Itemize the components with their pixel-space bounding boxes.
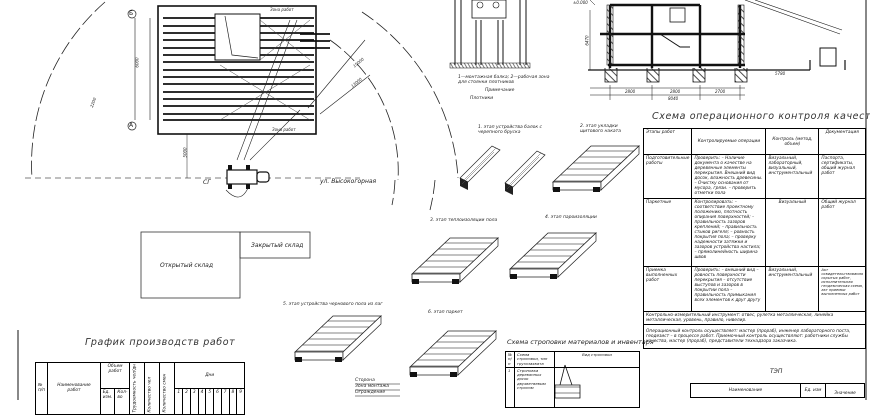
crane-icon: [225, 165, 270, 198]
schedule-table: № п/п Наименование работ Объем работ Тру…: [34, 362, 245, 415]
tep-title: ТЭП: [770, 368, 783, 375]
stage-label-5: 5. этап устройства чернового пола из лаг: [283, 302, 383, 307]
quality-header: Этапы работ: [642, 128, 693, 155]
quality-docs: Общий журнал работ: [818, 198, 866, 267]
schedule-day: 5: [205, 387, 215, 415]
stage-label-3: 3. этап теплоизоляции пола: [430, 218, 498, 223]
schedule-day: 8: [228, 387, 238, 415]
quality-docs: Акт освидетельствования скрытых работ, и…: [818, 266, 866, 312]
building-plan: [134, 5, 371, 178]
quality-header: Документация: [818, 128, 866, 155]
schedule-header: Наименование работ: [47, 362, 101, 415]
quality-row: Приемка выполненных работ Проверить: – в…: [642, 266, 866, 312]
quality-row: Паркетные Контролировать: – соответствие…: [642, 198, 866, 267]
dim-plan-road: 5000: [182, 147, 188, 158]
slinging-row-name: Строповка деревянных досок двухветвевым …: [513, 366, 555, 408]
axis-label-a: А: [129, 122, 134, 129]
quality-ops: Проверить: – Наличие документа о качеств…: [691, 154, 767, 199]
quality-tools: Контрольно-измерительный инструмент: отв…: [643, 311, 866, 325]
zone-label-top: Зона работ: [270, 7, 294, 12]
axis-label-b: Б: [129, 10, 134, 17]
legend-item: Сторона: [355, 378, 375, 383]
quality-stage: Паркетные: [642, 198, 693, 267]
crane-radius-arcs: [31, 1, 459, 211]
section-level: ±0.000: [573, 0, 588, 5]
schedule-header: Дни: [174, 362, 245, 389]
quality-docs: Паспорта, сертификаты, общий журнал рабо…: [818, 154, 866, 199]
quality-notes: Операционный контроль осуществляет: маст…: [643, 324, 866, 349]
drawing-linework: [17, 0, 867, 400]
schedule-title: График производств работ: [85, 337, 236, 348]
tep-header: Значение: [825, 383, 865, 398]
slinging-row-num: 1: [505, 366, 515, 408]
tep-header: Ед. изм: [800, 383, 826, 398]
dim-plan-v: 6000: [134, 57, 140, 68]
stage-label-2: 2. этап укладки щитового наката: [580, 124, 622, 134]
scaffold-elevation: [449, 0, 531, 69]
open-warehouse-label: Открытый склад: [160, 262, 214, 269]
tep-header: Наименование: [690, 383, 801, 398]
section-dim: 2700: [715, 89, 726, 94]
schedule-header: Количество смен: [159, 362, 175, 415]
slinging-header: Вид строповки: [553, 351, 641, 368]
stage-label-6: 6. этап паркет: [428, 310, 463, 315]
schedule-day: 6: [213, 387, 222, 415]
schedule-day: 4: [197, 387, 207, 415]
section-dim-crane: 5780: [775, 71, 786, 76]
quality-row: Подготовительные работы Проверить: – Нал…: [642, 154, 866, 199]
legend-item: Зона монтажа: [355, 384, 390, 389]
closed-warehouse-label: Закрытый склад: [251, 242, 304, 249]
slinging-header: Схема строповки, тип грузозахвата: [513, 351, 555, 368]
zone-label-bottom: Зона работ: [272, 127, 296, 132]
schedule-day: 3: [189, 387, 199, 415]
tep-table: Наименование Ед. изм Значение: [690, 383, 865, 398]
schedule-header: Количество чел: [144, 362, 160, 415]
schedule-header: Кол-во: [114, 387, 131, 415]
schedule-header: Ед. изм.: [99, 387, 116, 415]
section-dim: 2800: [670, 89, 681, 94]
elevation-caption: 1—монтажная балка; 2—рабочая зона для ст…: [458, 75, 550, 85]
schedule-day: 9: [236, 387, 245, 415]
quality-stage: Приемка выполненных работ: [642, 266, 693, 312]
quality-table: Этапы работ Контролируемые операции Конт…: [642, 128, 866, 349]
schedule-header: № п/п: [34, 362, 49, 415]
section-dim: 2800: [625, 89, 636, 94]
schedule-day: 2: [182, 387, 191, 415]
schedule-day: 7: [220, 387, 230, 415]
slinging-title: Схема строповки материалов и инвентаря: [507, 338, 654, 346]
quality-stage: Подготовительные работы: [642, 154, 693, 199]
schedule-header: Трудоемкость чел/дн: [129, 362, 145, 415]
quality-header: Контроль (метод, объем): [765, 128, 820, 155]
section-dim-height: 6470: [584, 35, 590, 46]
stage-label-1: 1. этап устройства балок с черепного бру…: [478, 125, 542, 135]
street-label: ул. Высокогорная: [320, 178, 377, 185]
schedule-header: Объем работ: [99, 362, 131, 389]
quality-control: Визуальный, инструментальный: [765, 266, 820, 312]
quality-ops: Проверить: – внешний вид – ровность пове…: [691, 266, 767, 312]
section-dim-total: 8040: [668, 96, 679, 101]
quality-control: Визуальный: [765, 198, 820, 267]
quality-title: Схема операционного контроля качества: [652, 111, 870, 122]
stage-label-4: 4. этап пароизоляции: [545, 215, 597, 220]
schedule-day: 1: [174, 387, 184, 415]
slinging-header: № п/п: [505, 351, 515, 368]
quality-control: Визуальный, лабораторный, визуальный, ин…: [765, 154, 820, 199]
elevation-note: Примечание: [485, 88, 515, 93]
crane-mark: СГ: [203, 179, 211, 186]
slinging-table: № п/п Схема строповки, тип грузозахвата …: [505, 351, 641, 408]
legend-item: Ограждение: [355, 390, 386, 395]
elevation-legend: Плотники: [470, 96, 494, 101]
building-section: [588, 0, 846, 100]
quality-ops: Контролировать: – соответствие проектном…: [691, 198, 767, 267]
quality-header: Контролируемые операции: [691, 128, 767, 155]
